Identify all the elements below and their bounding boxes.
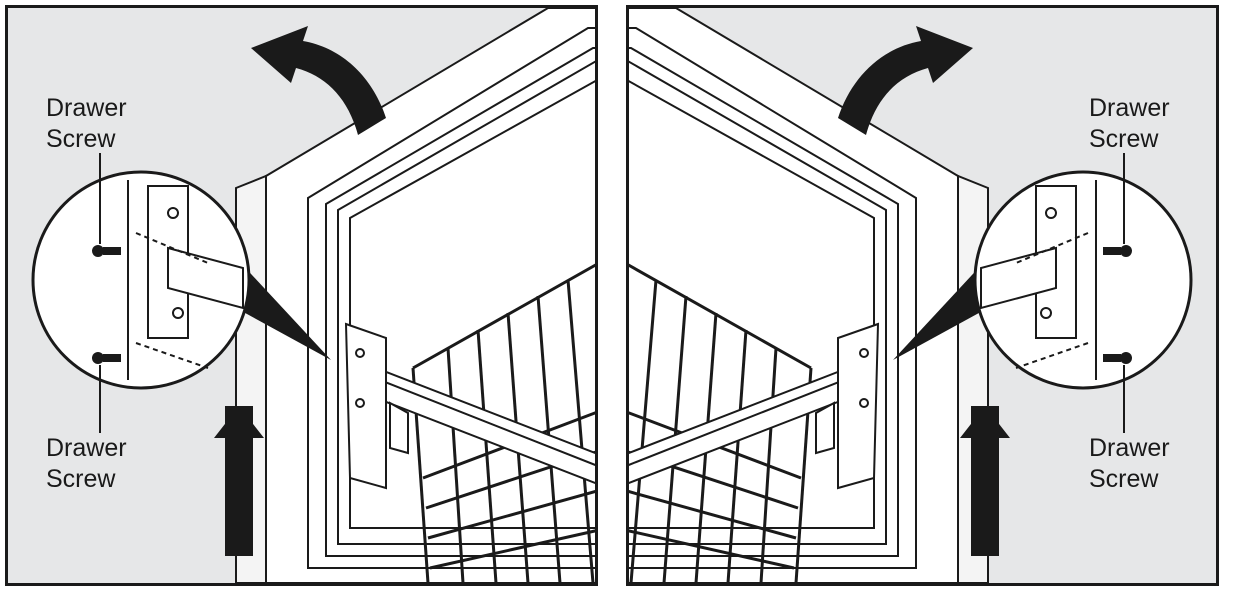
screw-icon [92, 352, 121, 364]
door-bracket [815, 322, 880, 490]
right-freezer-drawing [629, 8, 1193, 583]
zoom-detail [973, 153, 1193, 433]
door-bracket [344, 322, 409, 490]
up-arrow-icon [960, 406, 1010, 556]
curved-arrow-icon [838, 26, 973, 135]
curved-arrow-icon [251, 26, 386, 135]
screw-icon [1103, 245, 1132, 257]
screw-icon [92, 245, 121, 257]
zoom-detail [31, 153, 251, 433]
up-arrow-icon [214, 406, 264, 556]
screw-icon [1103, 352, 1132, 364]
left-freezer-drawing [31, 8, 595, 583]
